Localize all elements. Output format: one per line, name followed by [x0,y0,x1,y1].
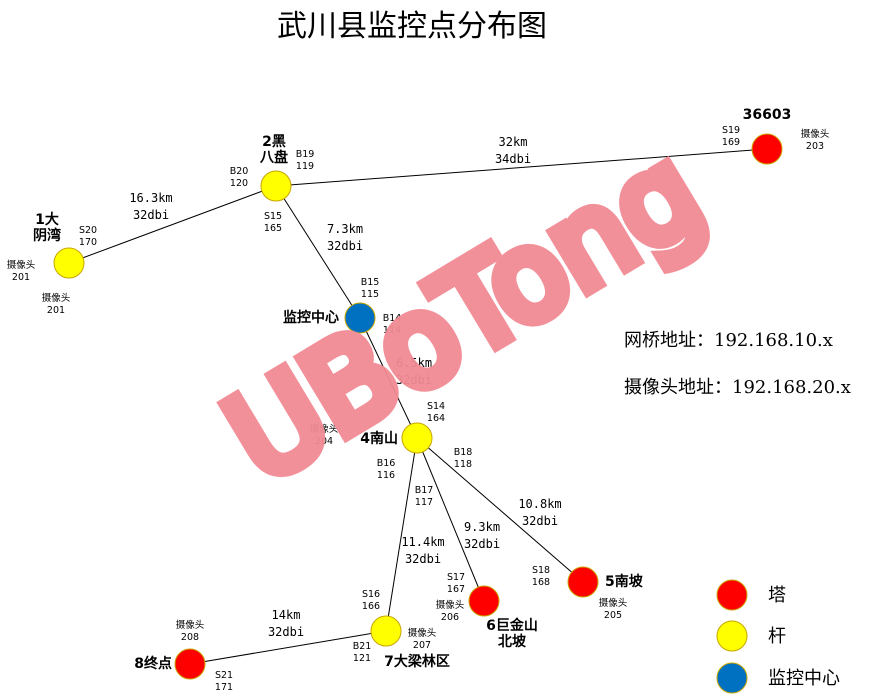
link-n1-n2 [68,185,277,264]
camera-address: 摄像头地址：192.168.20.x [624,377,851,398]
legend-label-pole: 杆 [768,626,786,647]
link-n4-n7 [385,437,418,632]
node-tower-n6[interactable] [468,585,500,617]
node-name-label: 36603 [743,107,792,123]
link-distance-label: 16.3km [129,191,172,205]
link-gain-label: 32dbi [396,373,432,387]
bridge-address: 网桥地址：192.168.10.x [624,330,833,351]
link-n7-n8 [189,630,387,665]
node-tower-n36603[interactable] [751,133,783,165]
link-gain-label: 32dbi [522,514,558,528]
link-n2-n36603 [275,148,768,187]
node-tower-n8[interactable] [174,648,206,680]
node-pole-n2[interactable] [260,170,292,202]
legend-label-tower: 塔 [768,585,786,606]
node-center-nc[interactable] [344,302,376,334]
legend-swatch-pole [716,620,748,652]
link-distance-label: 6.5km [396,356,432,370]
link-gain-label: 34dbi [495,152,531,166]
node-name-label: 4南山 [360,430,398,447]
node-name-label: 2黑八盘 [259,134,288,166]
node-tower-n5[interactable] [567,566,599,598]
legend-swatch-center [716,662,748,694]
legend-label-center: 监控中心 [768,668,840,689]
link-distance-label: 10.8km [518,497,561,511]
node-pole-n1[interactable] [53,247,85,279]
link-distance-label: 9.3km [464,520,500,534]
node-name-label: 6巨金山北坡 [486,617,538,650]
link-labels-layer: 32km 34dbi 16.3km 32dbi 7.3km 32dbi 6.5km 32dbi… [129,135,561,639]
diagram-title: 武川县监控点分布图 [277,9,547,44]
link-gain-label: 32dbi [327,239,363,253]
link-n4-n5 [416,437,584,583]
node-pole-n4[interactable] [401,422,433,454]
link-n4-n6 [416,437,485,602]
link-gain-label: 32dbi [268,625,304,639]
node-name-label: 7大梁林区 [384,653,450,670]
legend-swatch-tower [716,579,748,611]
link-distance-label: 32km [499,135,528,149]
link-gain-label: 32dbi [405,552,441,566]
link-gain-label: 32dbi [133,208,169,222]
link-gain-label: 32dbi [464,537,500,551]
links-layer [68,148,768,665]
node-pole-n7[interactable] [370,615,402,647]
nodes-layer [53,133,783,680]
node-name-label: 监控中心 [283,309,339,326]
link-distance-label: 11.4km [401,535,444,549]
node-name-label: 8终点 [134,655,172,672]
link-nc-n4 [359,317,418,439]
node-name-label: 1大阴湾 [33,211,61,244]
link-n2-nc [275,185,361,319]
link-distance-label: 7.3km [327,222,363,236]
node-name-label: 5南坡 [605,573,644,590]
link-distance-label: 14km [272,608,301,622]
